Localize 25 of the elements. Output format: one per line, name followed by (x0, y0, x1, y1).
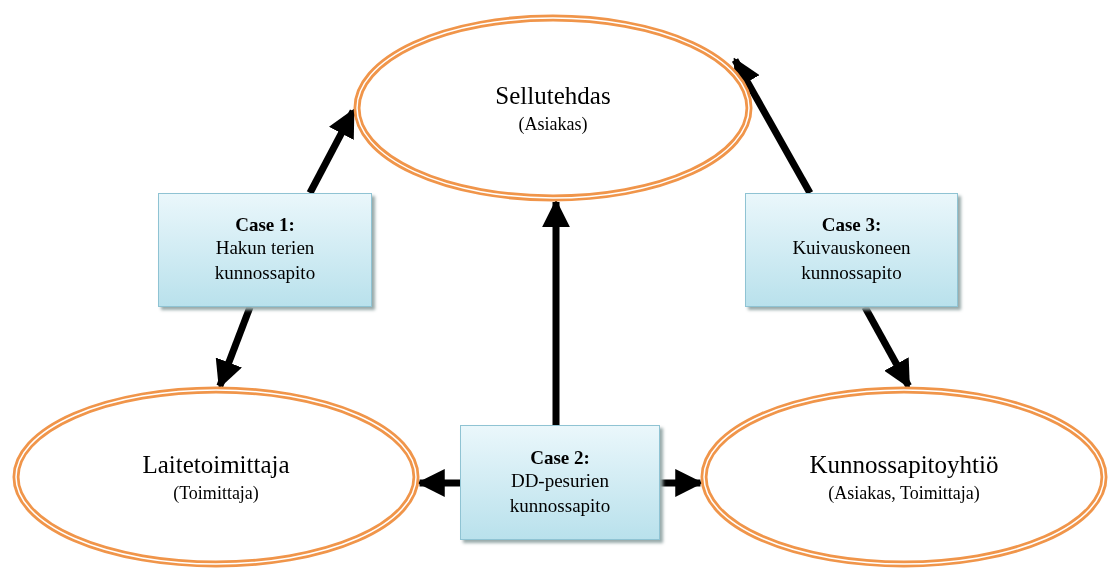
node-title: Case 2: (530, 446, 590, 469)
ellipse-node (700, 386, 1108, 568)
arrow (731, 57, 813, 195)
node-subtitle: Kuivauskoneen kunnossapito (791, 236, 912, 285)
node-subtitle: DD-pesurien kunnossapito (508, 468, 612, 518)
node-subtitle: (Asiakas) (518, 113, 588, 135)
case-box (158, 193, 372, 307)
node-title: Laitetoimittaja (142, 450, 290, 479)
arrow (660, 468, 704, 497)
arrow (416, 468, 460, 497)
node-subtitle: (Toimittaja) (173, 482, 259, 504)
case-box (460, 425, 660, 540)
arrow (215, 305, 254, 389)
arrow (306, 108, 357, 195)
arrow (861, 305, 912, 389)
node-title: Case 1: (235, 214, 295, 237)
node-title: Kunnossapitoyhtiö (809, 450, 999, 479)
node-title: Sellutehdas (495, 81, 611, 110)
case-box (745, 193, 958, 307)
arrow (542, 199, 570, 425)
node-subtitle: (Asiakas, Toimittaja) (828, 482, 980, 504)
node-title: Case 3: (821, 214, 882, 237)
ellipse-node (353, 14, 753, 202)
node-subtitle: Hakun terien kunnossapito (213, 236, 317, 285)
ellipse-node (12, 386, 420, 568)
